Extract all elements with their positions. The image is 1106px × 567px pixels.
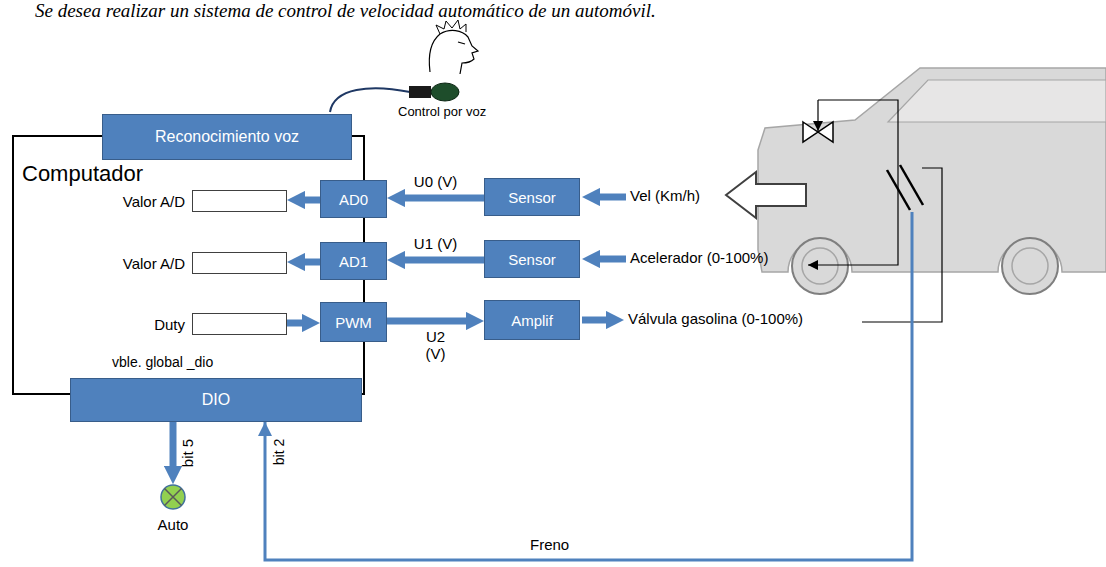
- signal-name: Válvula gasolina (0-100%): [628, 310, 803, 327]
- car-window: [888, 80, 1106, 122]
- box-text: Sensor: [508, 189, 556, 206]
- signal-name: U1 (V): [414, 235, 457, 252]
- signal-arrow: [170, 422, 177, 466]
- lamp-circle: [161, 485, 185, 509]
- signal-arrow: [600, 256, 626, 263]
- box-label: Valor A/D: [123, 193, 185, 210]
- signal-name: Vel (Km/h): [630, 187, 700, 204]
- lamp-cross: [165, 489, 182, 506]
- pedal-symbol: [900, 165, 923, 205]
- signal-arrow: [600, 194, 626, 201]
- value-box: Valor A/D: [192, 190, 287, 212]
- signal-name: U0 (V): [414, 173, 457, 190]
- value-box: Duty: [192, 313, 287, 335]
- box-label: Valor A/D: [123, 255, 185, 272]
- car-wheel: [792, 238, 848, 294]
- box-label: Duty: [154, 316, 185, 333]
- wheel-rim: [1012, 248, 1048, 284]
- process-box: Reconocimiento voz: [102, 114, 352, 160]
- mic-body: [409, 86, 431, 98]
- signal-arrow: [405, 257, 484, 264]
- signal-name: Freno: [530, 536, 569, 553]
- signal-name: Acelerador (0-100%): [630, 249, 768, 266]
- process-box: PWM: [320, 302, 387, 342]
- box-text: PWM: [335, 314, 372, 331]
- process-box: Amplif: [484, 300, 580, 340]
- wheel-rim: [802, 248, 838, 284]
- accelerator-wire: [808, 100, 898, 265]
- process-box: AD1: [320, 242, 387, 280]
- lamp-symbol: [160, 484, 186, 510]
- process-box: AD0: [320, 180, 387, 218]
- heading: Se desea realizar un sistema de control …: [35, 0, 656, 22]
- process-box: Sensor: [484, 240, 580, 278]
- box-text: Amplif: [511, 312, 553, 329]
- signal-arrow: [405, 195, 484, 202]
- mic-head: [431, 83, 459, 101]
- hair-sketch: [436, 20, 466, 34]
- valve-wire: [862, 168, 942, 322]
- signal-name: Control por voz: [398, 104, 486, 119]
- direction-arrow: [726, 172, 806, 218]
- signal-name: vble. global _dio: [112, 354, 213, 370]
- signal-name: U2 (V): [420, 329, 452, 362]
- process-box: Sensor: [484, 178, 580, 216]
- signal-arrow: [582, 317, 606, 324]
- box-label: Auto: [158, 516, 189, 533]
- head-sketch: [429, 30, 478, 74]
- signal-arrow: [305, 197, 320, 204]
- box-heading: Computador: [22, 161, 143, 187]
- box-text: DIO: [202, 391, 230, 409]
- signal-arrow: [287, 320, 302, 327]
- box-text: AD1: [339, 253, 368, 270]
- lamp-circle: Auto: [160, 484, 186, 510]
- signal-name: bit 5: [179, 439, 196, 467]
- value-box: Valor A/D: [192, 252, 287, 274]
- box-text: Reconocimiento voz: [155, 128, 299, 146]
- signal-arrow: [387, 318, 466, 325]
- box-text: AD0: [339, 191, 368, 208]
- signal-name: bit 2: [271, 439, 287, 465]
- valve-actuator: [817, 100, 818, 131]
- box-text: Sensor: [508, 251, 556, 268]
- brake-wire: [265, 212, 912, 560]
- car-wheel: [1002, 238, 1058, 294]
- signal-arrow: [305, 259, 320, 266]
- eye-sketch: [458, 42, 465, 44]
- process-box: DIO: [70, 378, 362, 422]
